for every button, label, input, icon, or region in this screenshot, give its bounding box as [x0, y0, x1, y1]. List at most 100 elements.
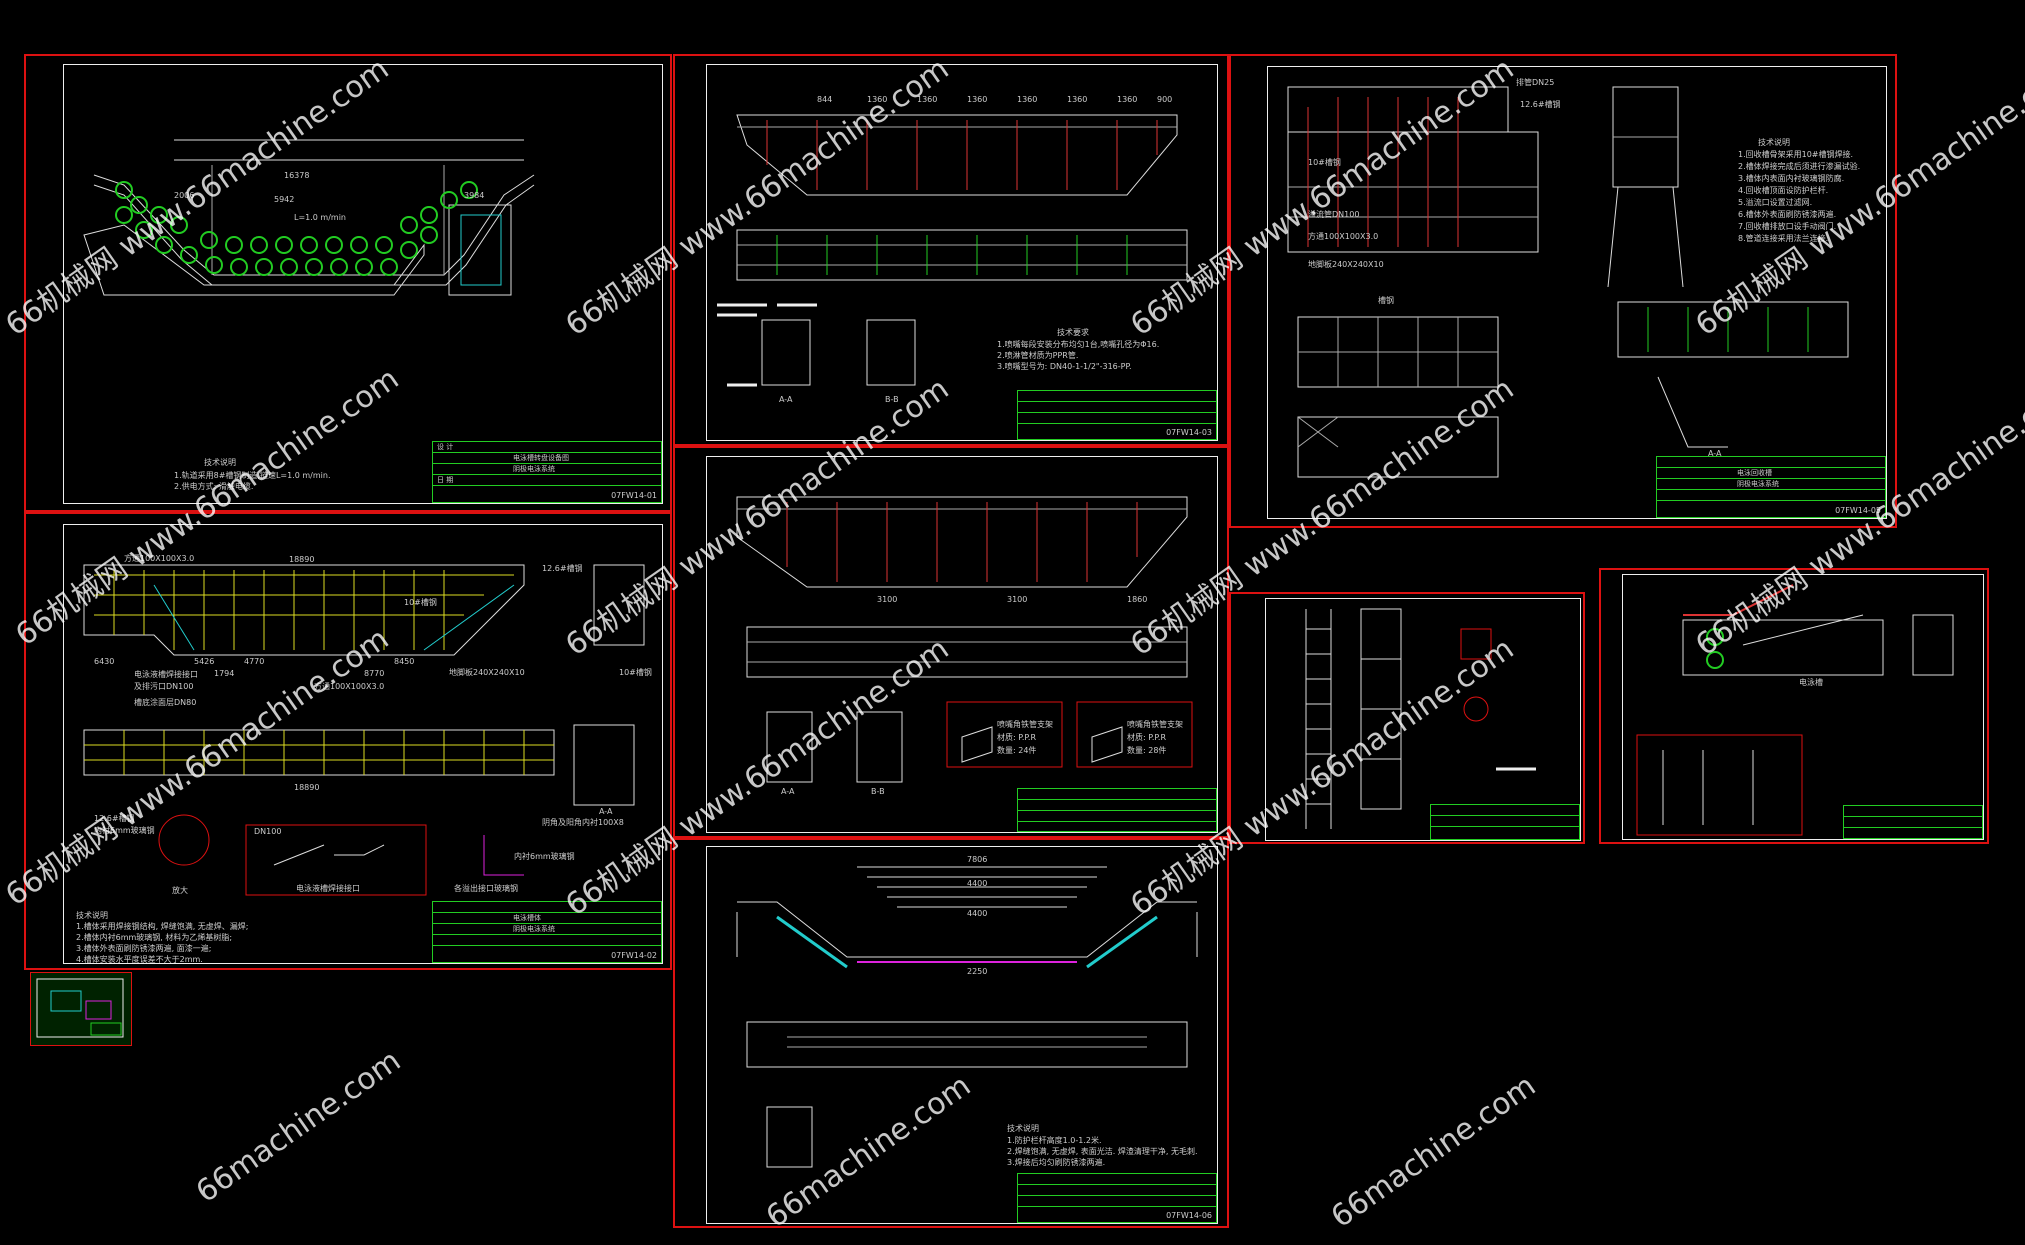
sheet2-label-11: 12.6#槽钢 [94, 814, 135, 823]
sheet4-drawing [1287, 86, 1849, 478]
tb-row: 设 计 [433, 442, 661, 453]
sheet-ladder [1229, 592, 1585, 844]
sheet7-frame [1265, 598, 1581, 841]
thumbnail-drawing [36, 978, 124, 1038]
sheet2-note-2: 2.槽体内衬6mm玻璃钢, 材料为乙烯基树脂; [76, 933, 233, 942]
sheet3-dim-5: 1360 [1017, 95, 1038, 104]
sheet4-label-7: 槽钢 [1378, 296, 1394, 305]
sheet5-frame: 3100 3100 1860 A-A B-B 喷嘴角铁管支架 材质: P.P.R… [706, 456, 1218, 833]
sheet4-label-3: 10#槽钢 [1308, 158, 1341, 167]
sheet2-dim-4: 4770 [244, 657, 265, 666]
sheet6-note-2: 2.焊缝饱满, 无虚焊, 表面光洁. 焊渣清理干净, 无毛刺. [1007, 1147, 1198, 1156]
sheet6-note-1: 1.防护栏杆高度1.0-1.2米. [1007, 1136, 1102, 1145]
sheet2-label-5: 及排污口DN100 [134, 682, 194, 691]
thumbnail-sheet [30, 972, 132, 1046]
sheet3-note-3: 3.喷嘴型号为: DN40-1-1/2"-316-PP. [997, 362, 1132, 371]
sheet1-drawing [83, 139, 535, 296]
sheet5-box2-line1: 喷嘴角铁管支架 [1127, 720, 1183, 729]
tb-row: 电泳槽体 [433, 913, 661, 924]
sheet4-label-1: 排管DN25 [1516, 78, 1555, 87]
sheet2-label-8: 方通100X100X3.0 [314, 682, 385, 691]
sheet7-drawing [1305, 608, 1536, 829]
sheet2-label-2: 12.6#槽钢 [542, 564, 583, 573]
drawing-number: 07FW14-05 [1835, 506, 1881, 515]
sheet1-dim-1: 16378 [284, 171, 310, 180]
sheet1-dim-4: 5942 [274, 195, 295, 204]
sheet2-label-13: DN100 [254, 827, 282, 836]
sheet2-label-1: 方通100X100X3.0 [124, 554, 195, 563]
sheet3-dim-3: 1360 [917, 95, 938, 104]
sheet5-drawing [736, 496, 1193, 783]
drawing-number: 07FW14-01 [611, 491, 657, 500]
sheet3-note-1: 1.喷嘴每段安装分布均匀1台,喷嘴孔径为Φ16. [997, 340, 1160, 349]
tb-row: 电泳槽转盘设备图 [433, 453, 661, 464]
sheet6-dim-2: 4400 [967, 879, 988, 888]
sheet3-note-2: 2.喷淋管材质为PPR管. [997, 351, 1079, 360]
tb-row [1431, 816, 1579, 827]
sheet-spray-pipe [673, 54, 1229, 446]
sheet6-dim-3: 4400 [967, 909, 988, 918]
sheet4-note-5: 5.溢流口设置过滤网. [1738, 198, 1813, 207]
sheet6-frame: 7806 4400 4400 2250 技术说明 1.防护栏杆高度1.0-1.2… [706, 846, 1218, 1224]
tb-row [1018, 413, 1216, 424]
sheet6-drawing [736, 866, 1198, 1168]
sheet5-box2-line3: 数量: 28件 [1127, 746, 1167, 755]
sheet4-notes-title: 技术说明 [1758, 138, 1790, 147]
sheet4-note-3: 3.槽体内表面内衬玻璃钢防腐. [1738, 174, 1845, 183]
sheet2-label-16: 阴角及阳角内衬100X8 [542, 818, 624, 827]
sheet2-dim-2: 6430 [94, 657, 115, 666]
sheet2-frame: 方通100X100X3.0 12.6#槽钢 10#槽钢 电泳液槽焊接接口 及排污… [63, 524, 663, 964]
watermark: 66machine.com [189, 1043, 408, 1210]
sheet2-label-6: 槽底涂面层DN80 [134, 698, 197, 707]
tb-row: 阴极电泳系统 [1657, 479, 1885, 490]
sheet3-notes-title: 技术要求 [1057, 328, 1089, 337]
sheet2-label-17: 内衬6mm玻璃钢 [514, 852, 575, 861]
sheet2-dim-3: 5426 [194, 657, 215, 666]
sheet4-note-6: 6.槽体外表面刷防锈漆两遍. [1738, 210, 1837, 219]
sheet-tank-structure [24, 512, 672, 970]
sheet4-note-4: 4.回收槽顶面设防护栏杆. [1738, 186, 1829, 195]
sheet2-label-18: 放大 [172, 886, 188, 895]
sheet2-dim-1: 18890 [289, 555, 315, 564]
drawing-number: 07FW14-06 [1166, 1211, 1212, 1220]
sheet2-dim-8: 18890 [294, 783, 320, 792]
tb-row [1018, 1174, 1216, 1185]
tb-row [1657, 457, 1885, 468]
tb-row [433, 935, 661, 946]
tb-row [1018, 402, 1216, 413]
sheet5-section-a: A-A [781, 787, 795, 796]
sheet2-label-9: 10#槽钢 [619, 668, 652, 677]
sheet4-note-7: 7.回收槽排放口设手动阀门. [1738, 222, 1837, 231]
sheet1-dim-2: 2006 [174, 191, 195, 200]
sheet4-label-6: 地脚板240X240X10 [1308, 260, 1384, 269]
sheet5-box2-line2: 材质: P.P.R [1127, 733, 1167, 742]
sheet7-title-block [1430, 804, 1580, 840]
sheet1-notes-title: 技术说明 [204, 458, 236, 467]
tb-row [1018, 800, 1216, 811]
sheet3-title-block: 07FW14-03 [1017, 390, 1217, 440]
sheet5-dim-2: 3100 [1007, 595, 1028, 604]
sheet-spray-support [673, 446, 1229, 838]
sheet3-dim-6: 1360 [1067, 95, 1088, 104]
sheet2-dim-5: 8450 [394, 657, 415, 666]
tb-row: 电泳回收槽 [1657, 468, 1885, 479]
tb-row [1657, 490, 1885, 501]
sheet-recovery-tank [1229, 54, 1897, 528]
sheet2-note-3: 3.槽体外表面刷防锈漆两遍, 面漆一遍; [76, 944, 212, 953]
tb-row [1431, 805, 1579, 816]
sheet5-dim-3: 1860 [1127, 595, 1148, 604]
tb-row [433, 902, 661, 913]
tb-row [1018, 391, 1216, 402]
tb-row [1844, 817, 1982, 828]
drawing-number: 07FW14-03 [1166, 428, 1212, 437]
sheet-detail [1599, 568, 1989, 844]
sheet1-note-2: 2.供电方式: 滑触电缆. [174, 482, 254, 491]
sheet2-label-4: 电泳液槽焊接接口 [134, 670, 198, 679]
sheet4-label-2: 12.6#槽钢 [1520, 100, 1561, 109]
tb-row [1018, 789, 1216, 800]
sheet4-label-4: 溢流管DN100 [1308, 210, 1360, 219]
sheet2-note-1: 1.槽体采用焊接钢结构, 焊缝饱满, 无虚焊、漏焊; [76, 922, 249, 931]
sheet2-label-14: 电泳液槽焊接接口 [296, 884, 360, 893]
sheet2-notes-title: 技术说明 [76, 911, 108, 920]
sheet4-title-block: 电泳回收槽 阴极电泳系统 07FW14-05 [1656, 456, 1886, 518]
